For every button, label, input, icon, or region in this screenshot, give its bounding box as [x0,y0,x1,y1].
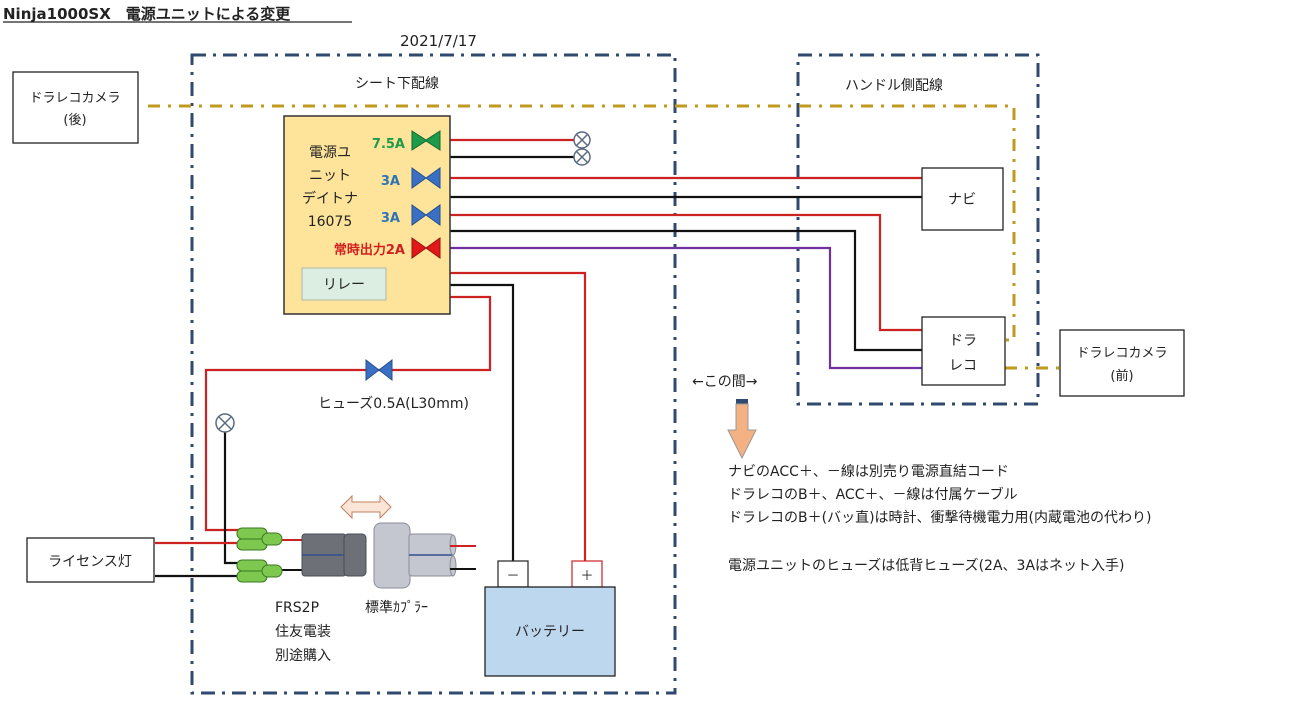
battery-plus-label: ＋ [580,569,593,584]
fuse-label-2a-constant: 常時出力2A [334,242,405,258]
rear-camera-box [12,71,139,144]
handle-zone-label: ハンドル側配線 [845,78,943,94]
inline-fuse-icon [365,358,393,382]
frs-label-1: FRS2P [275,600,319,616]
wire-relay-battery-plus [386,271,587,565]
frs-label-2: 住友電装 [275,624,331,640]
power-unit-wires [204,138,922,565]
wire-ground-license [223,432,240,565]
battery-minus-terminal [497,560,529,588]
fuse-icon-2a-constant [411,237,441,259]
fuse-label-75a: 7.5A [372,137,405,152]
battery-box [484,586,616,677]
battery-label: バッテリー [515,624,585,640]
note-3: ドラレコのB＋(バッ直)は時計、衝撃待機電力用(内蔵電池の代わり) [728,509,1151,526]
coupler-label: 標準ｶﾌﾟﾗｰ [365,600,428,616]
dashcam-label-2: レコ [949,358,977,374]
frs-label-3: 別途購入 [275,647,331,664]
fuse-icon-3a-dashcam [411,204,441,226]
page-title: Ninja1000SX 電源ユニットによる変更 [3,5,291,23]
inline-fuse-label: ヒューズ0.5A(L30mm) [318,396,469,412]
battery-minus-label: － [506,569,519,584]
down-arrow-icon [727,403,757,460]
power-unit-name-2: ニット [309,168,351,184]
wire-relay-acc [204,295,492,532]
unused-terminal-icon [215,413,235,433]
dashcam-box [921,316,1006,386]
date-label: 2021/7/17 [400,32,477,50]
wire-dashcam-b-plus [440,246,922,370]
front-camera-label-2: (前) [1110,368,1133,384]
license-light-box [26,537,155,583]
fuse-label-3a-dashcam: 3A [381,211,400,226]
license-light-label: ライセンス灯 [48,554,132,570]
power-unit-name-3: デイトナ [302,190,358,207]
between-label: ←この間→ [692,374,758,390]
standard-coupler-icon [373,522,476,589]
rear-camera-cable [148,104,1016,342]
fuse-icon-3a-navi [411,167,441,189]
frs-connector-icon [236,527,305,583]
relay-box [301,267,387,301]
rear-camera-label-1: ドラレコカメラ [29,91,120,106]
wire-dashcam-ground [446,229,922,352]
dashcam-label-1: ドラ [949,333,977,349]
navi-label: ナビ [948,192,976,208]
relay-label: リレー [323,277,365,293]
power-unit-name-4: 16075 [308,214,353,230]
handle-zone-border [796,53,1040,406]
note-1: ナビのACC＋、－線は別売り電源直結コード [728,463,1009,480]
front-camera-label-1: ドラレコカメラ [1076,346,1167,361]
unused-terminal-icon [573,131,591,166]
seat-zone-label: シート下配線 [355,76,439,92]
power-unit-name-1: 電源ユ [309,145,351,161]
frs2p-coupler-icon [301,533,367,577]
navi-box [921,167,1004,231]
note-2: ドラレコのB＋、ACC＋、－線は付属ケーブル [728,486,1018,503]
rear-camera-label-2: (後) [63,113,86,128]
arrow-cap [736,399,748,404]
note-4: 電源ユニットのヒューズは低背ヒューズ(2A、3Aはネット入手) [728,558,1125,574]
connect-arrow-icon [340,494,392,520]
front-camera-box [1059,329,1185,397]
fuse-label-3a-navi: 3A [381,174,400,189]
wire-dashcam-acc [440,213,922,332]
seat-zone-border [190,53,677,695]
fuse-icon-75a [411,130,441,151]
